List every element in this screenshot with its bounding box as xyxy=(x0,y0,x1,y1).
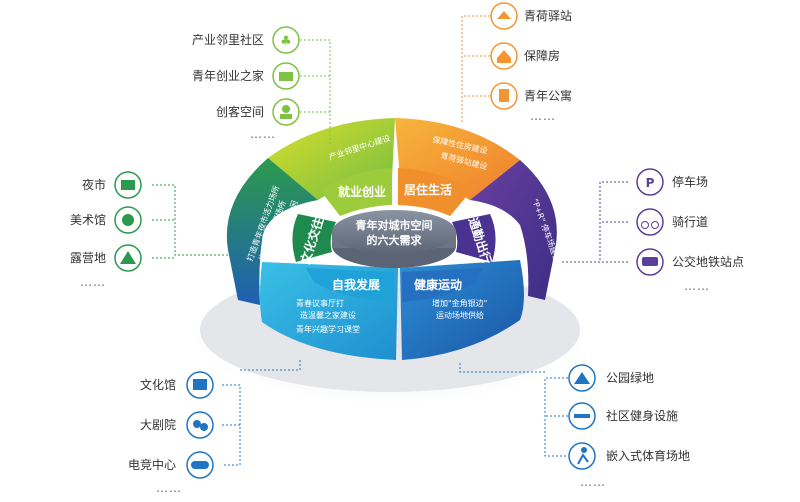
community-icon xyxy=(272,26,300,54)
item-bl-2: 电竞中心 xyxy=(128,457,176,472)
item-br-1: 社区健身设施 xyxy=(606,408,678,423)
inner-ring xyxy=(292,168,496,302)
item-tl-2: 创客空间 xyxy=(216,104,264,119)
group-bottom-right: 公园绿地 社区健身设施 嵌入式体育场地 …… xyxy=(568,364,690,489)
group-bottom-left: 文化馆 大剧院 电竞中心 …… xyxy=(128,371,214,495)
more-tl: …… xyxy=(250,127,276,141)
item-tr-0: 青荷驿站 xyxy=(524,9,572,23)
group-top-left: 产业邻里社区 ♣ 青年创业之家 创客空间 …… xyxy=(192,26,300,141)
item-tr-2: 青年公寓 xyxy=(524,88,572,103)
group-right: P 停车场 骑行道 公交地铁站点 …… xyxy=(636,168,744,293)
item-tr-1: 保障房 xyxy=(524,48,560,63)
item-l-2: 露营地 xyxy=(70,251,106,265)
bicycle-icon xyxy=(636,208,664,236)
group-left: 夜市 美术馆 露营地 …… xyxy=(70,171,142,289)
desc-jiankang-2: 运动场地供给 xyxy=(436,310,484,320)
desc-jiankang-1: 增加"金角银边" xyxy=(432,298,487,308)
desc-ziwo-1: 青春议事厅打 xyxy=(296,298,344,308)
connectors xyxy=(152,15,628,466)
item-tl-1: 青年创业之家 xyxy=(192,68,264,83)
item-bl-0: 文化馆 xyxy=(140,377,176,392)
desc-ziwo-3: 青年兴趣学习课堂 xyxy=(296,324,360,334)
more-br: …… xyxy=(580,475,606,489)
item-bl-1: 大剧院 xyxy=(140,418,176,432)
more-l: …… xyxy=(80,275,106,289)
item-r-2: 公交地铁站点 xyxy=(672,254,744,269)
label-jiuye: 就业创业 xyxy=(338,184,386,199)
more-tr: …… xyxy=(530,109,556,123)
item-br-2: 嵌入式体育场地 xyxy=(606,448,690,463)
item-r-0: 停车场 xyxy=(672,174,708,189)
label-jiankang: 健康运动 xyxy=(414,277,462,292)
more-bl: …… xyxy=(156,481,182,495)
label-ziwo: 自我发展 xyxy=(332,277,380,292)
svg-text:♣: ♣ xyxy=(280,34,292,49)
more-r: …… xyxy=(684,279,710,293)
center-title-line1: 青年对城市空间 xyxy=(356,218,433,232)
group-top-right: 青荷驿站 保障房 青年公寓 …… xyxy=(490,2,572,123)
item-tl-0: 产业邻里社区 xyxy=(192,32,264,47)
parking-icon xyxy=(636,168,664,196)
svg-text:P: P xyxy=(646,176,655,190)
desc-ziwo-2: 造温馨之家建设 xyxy=(300,310,356,320)
item-br-0: 公园绿地 xyxy=(606,370,654,385)
segment-wenhua xyxy=(226,158,318,305)
item-r-1: 骑行道 xyxy=(672,215,708,229)
segment-tongqin xyxy=(470,160,557,300)
item-l-1: 美术馆 xyxy=(70,212,106,227)
center-hub: 青年对城市空间 的六大需求 xyxy=(332,210,456,268)
label-juzhu: 居住生活 xyxy=(404,182,452,197)
center-title-line2: 的六大需求 xyxy=(367,233,423,247)
item-l-0: 夜市 xyxy=(82,177,106,192)
